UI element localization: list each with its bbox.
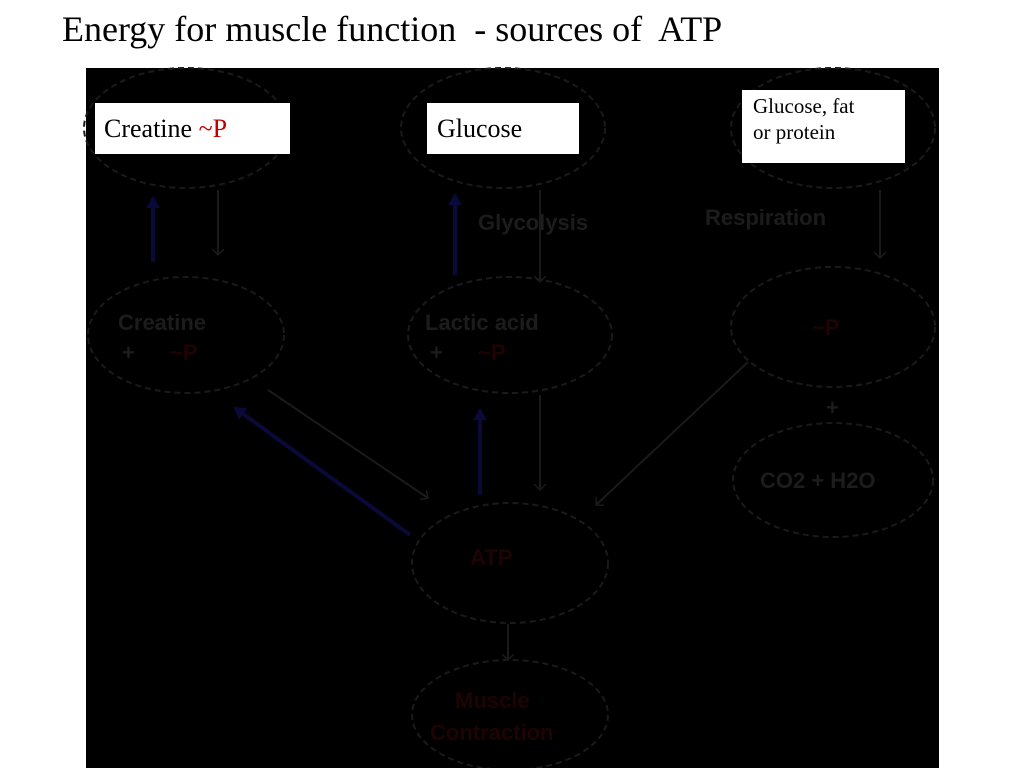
glycolysis-label: Glycolysis <box>478 210 588 235</box>
creatine-box-text: Creatine <box>104 114 199 143</box>
lactic-node-plus: + <box>430 340 443 365</box>
creatine-node-phosphate: ~P <box>170 340 198 365</box>
muscle-node-label: Muscle <box>455 688 530 713</box>
contraction-node-label: Contraction <box>430 720 553 745</box>
glucose-box: Glucose <box>427 103 579 154</box>
fuel-box-line2: or protein <box>753 120 836 144</box>
atp-node-ellipse <box>411 502 609 624</box>
creatine-node-label: Creatine <box>118 310 206 335</box>
muscle-node-ellipse <box>411 659 609 768</box>
fuel-box: Glucose, fat or protein <box>742 90 905 163</box>
fuel-box-line1: Glucose, fat <box>753 94 855 118</box>
lactic-node-label: Lactic acid <box>425 310 539 335</box>
glucose-ellipse <box>400 67 606 189</box>
plus-sign: + <box>826 395 839 420</box>
slide-title: Energy for muscle function - sources of … <box>62 9 723 49</box>
creatine-box-phosphate: ~P <box>198 114 228 143</box>
arrows <box>146 190 880 660</box>
creatine-phosphate-box: Creatine ~P <box>95 103 290 154</box>
fuel-ellipse <box>730 67 936 189</box>
respiration-p-ellipse <box>730 266 936 388</box>
respiration-to-atp-arrow <box>596 361 749 505</box>
respiration-label: Respiration <box>705 205 826 230</box>
products-label: CO2 + H2O <box>760 468 876 493</box>
products-ellipse <box>732 422 934 538</box>
creatine-to-atp-arrow <box>267 389 428 498</box>
creatine-node-plus: + <box>122 340 135 365</box>
atp-node-label: ATP <box>470 545 512 570</box>
lactic-node-phosphate: ~P <box>478 340 506 365</box>
respiration-p-label: ~P <box>812 315 840 340</box>
creatine-node-ellipse <box>87 276 285 394</box>
glucose-box-text: Glucose <box>437 114 523 143</box>
lactic-node-ellipse <box>407 276 613 394</box>
atp-to-creatine-arrow <box>233 406 412 537</box>
